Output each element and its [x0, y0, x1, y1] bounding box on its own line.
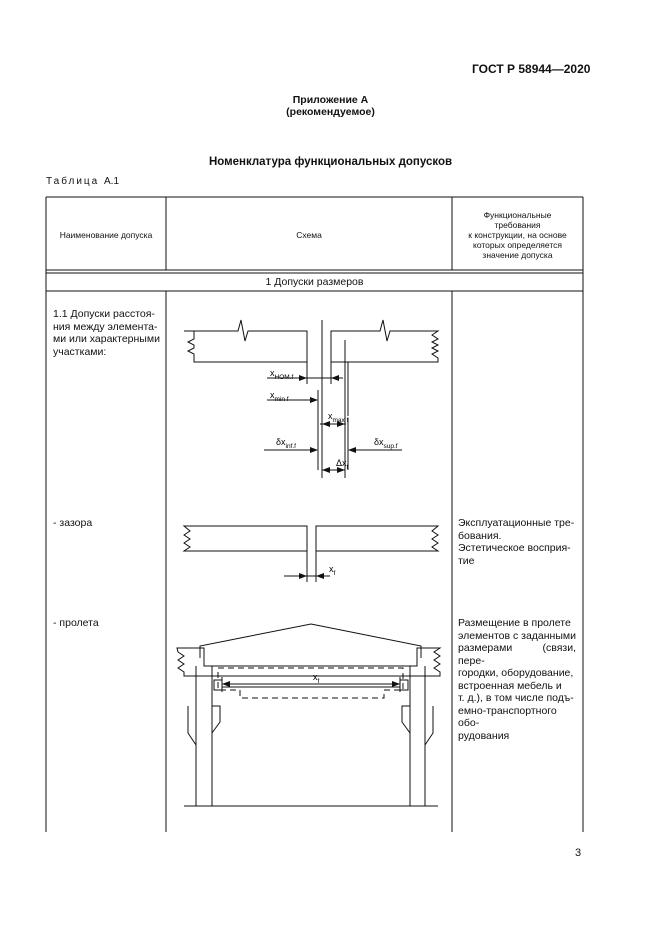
column-header-name: Наименование допуска: [59, 230, 153, 240]
label-dx-inf-sub: inf.f: [286, 443, 297, 450]
gap-scheme: [182, 525, 440, 582]
requirement-line: Размещение в пролете: [458, 617, 571, 629]
requirement-line: городки, оборудование,: [458, 667, 574, 679]
annex-subtitle: (рекомендуемое): [286, 106, 375, 118]
page-number: 3: [575, 847, 582, 859]
label-x-max-sub: max f: [333, 417, 349, 424]
span-scheme: [176, 623, 442, 807]
label-dx-base: Δx: [336, 458, 347, 468]
section-title: 1 Допуски размеров: [265, 276, 364, 288]
column-header-requirements-line: требования: [494, 220, 541, 230]
row-name-line: участками:: [53, 345, 107, 358]
row-name-line: ми или характерными: [53, 333, 160, 345]
table-grid: [45, 196, 584, 832]
label-x-min: xmin f: [270, 390, 289, 403]
label-x-min-sub: min f: [275, 396, 289, 403]
label-x-nom-base: x: [270, 368, 275, 378]
requirement-line: емно-транспортного обо-: [458, 704, 557, 730]
label-dx-inf: δxinf.f: [276, 437, 296, 450]
column-header-requirements-line: которых определяется: [473, 240, 562, 250]
table-heading: Номенклатура функциональных допусков: [208, 156, 453, 168]
label-span-x: xf: [313, 672, 320, 685]
requirement-line: тие: [458, 554, 475, 567]
span-arrows: [222, 681, 400, 687]
label-dx-sup-base: δx: [374, 437, 384, 447]
row-requirements-span: Размещение в пролете элементов с заданны…: [458, 617, 576, 742]
distance-scheme: [184, 319, 440, 478]
distance-arrows: [299, 375, 356, 473]
label-dx-inf-base: δx: [276, 437, 286, 447]
label-x-max: xmax f: [328, 411, 349, 424]
label-x-nom-sub: НОМ.f: [275, 374, 294, 381]
gap-arrows: [299, 573, 324, 579]
label-span-x-sub: f: [318, 678, 320, 685]
requirement-line: элементов с заданными: [458, 629, 576, 642]
label-gap-x-base: x: [329, 564, 334, 574]
column-header-requirements: Функциональные требования к конструкции,…: [452, 210, 583, 260]
row-requirements-gap: Эксплуатационные тре- бования. Эстетичес…: [458, 517, 576, 567]
label-dx-sub: f: [347, 464, 349, 471]
requirement-line: Эксплуатационные тре-: [458, 517, 575, 529]
label-span-x-base: x: [313, 672, 318, 682]
column-header-requirements-line: к конструкции, на основе: [468, 230, 567, 240]
label-x-nom: xНОМ.f: [270, 368, 293, 381]
row-name-gap: - зазора: [53, 517, 93, 529]
label-gap-x-sub: f: [334, 570, 336, 577]
row-name-line: 1.1 Допуски расстоя-: [53, 308, 155, 320]
requirement-line: встроенная мебель и: [458, 679, 562, 692]
label-x-min-base: x: [270, 390, 275, 400]
span-dim: [221, 677, 401, 692]
table-caption-number: А.1: [104, 176, 120, 187]
span-dashed: [217, 667, 404, 699]
row-name-span: - пролета: [53, 617, 99, 629]
label-dx: Δxf: [336, 458, 349, 471]
annex-title: Приложение А: [292, 94, 369, 106]
requirement-line: размерами (связи, пере-: [458, 642, 576, 667]
label-dx-sup: δxsup.f: [374, 437, 398, 450]
requirement-line: бования.: [458, 529, 502, 542]
row-name-line: ния между элемента-: [53, 320, 158, 333]
table-caption-word: Таблица: [46, 176, 100, 187]
column-header-requirements-line: значение допуска: [482, 250, 553, 260]
requirement-line: т. д.), в том числе подъ-: [458, 692, 574, 704]
label-dx-sup-sub: sup.f: [384, 443, 398, 450]
requirement-line: рудования: [458, 729, 510, 742]
requirement-line: Эстетическое восприя-: [458, 542, 571, 554]
document-id: ГОСТ Р 58944—2020: [472, 62, 591, 76]
row-name-distance: 1.1 Допуски расстоя- ния между элемента-…: [53, 308, 161, 358]
table-caption: Таблица А.1: [46, 176, 119, 187]
label-x-max-base: x: [328, 411, 333, 421]
label-gap-x: xf: [329, 564, 336, 577]
column-header-requirements-line: Функциональные: [483, 210, 552, 220]
column-header-scheme: Схема: [296, 230, 322, 240]
